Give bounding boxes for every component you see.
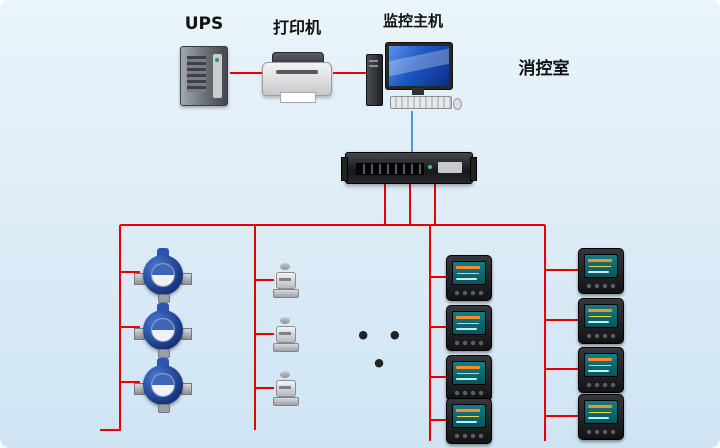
water-meter-icon <box>134 358 192 413</box>
power-meter-icon <box>578 248 624 294</box>
power-meter-icon <box>446 305 492 351</box>
red-bus-lines <box>100 72 579 441</box>
pc-tower <box>366 54 383 106</box>
power-meter-icon <box>578 347 624 393</box>
ups-vents <box>187 56 206 92</box>
pc-mouse <box>453 98 462 110</box>
ups-label: UPS <box>184 14 224 34</box>
monitor-host-icon <box>366 42 462 110</box>
data-collector-icon <box>341 152 477 184</box>
collector-label-plate <box>428 162 462 173</box>
power-meter-icon <box>446 355 492 401</box>
valve-icon <box>272 317 299 352</box>
water-meter-icon <box>134 303 192 358</box>
pc-monitor <box>385 42 453 90</box>
water-meter-icon <box>134 248 192 303</box>
printer-body <box>262 62 332 103</box>
ellipsis-more-devices: • • • <box>355 322 407 378</box>
monitor-host-label: 监控主机 <box>382 12 443 30</box>
power-meter-icon <box>446 255 492 301</box>
ups-icon <box>180 46 228 106</box>
power-meter-icon <box>578 394 624 440</box>
printer-label: 打印机 <box>272 18 321 37</box>
collector-ports <box>356 163 424 175</box>
valve-icon <box>272 263 299 298</box>
ups-front-panel <box>213 54 222 98</box>
printer-icon <box>262 52 332 103</box>
pc-screen <box>389 46 449 86</box>
valve-icon <box>272 371 299 406</box>
pc-monitor-stand <box>412 88 424 95</box>
power-meter-icon <box>446 398 492 444</box>
pc-keyboard <box>390 96 452 109</box>
control-room-label: 消控室 <box>518 59 570 79</box>
power-meter-icon <box>578 298 624 344</box>
